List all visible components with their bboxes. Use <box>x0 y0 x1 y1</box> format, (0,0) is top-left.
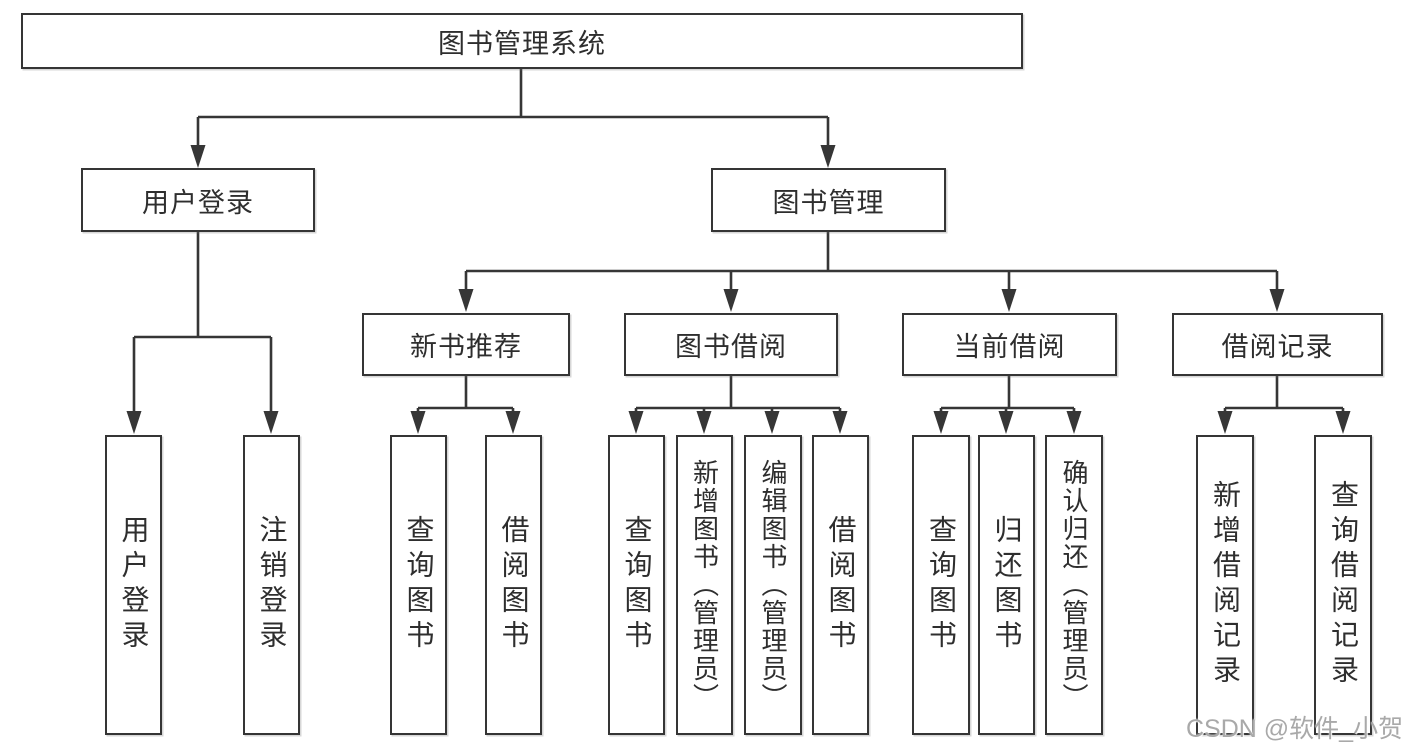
node-borrow-records: 借阅记录 <box>1172 313 1383 376</box>
node-label: 新书推荐 <box>410 332 522 362</box>
leaf-user-login: 用户登录 <box>105 435 162 735</box>
leaf-return-book: 归还图书 <box>978 435 1035 735</box>
node-label: 图书管理 <box>772 187 885 218</box>
node-label: 注销登录 <box>256 515 288 655</box>
node-label: 归还图书 <box>991 515 1023 655</box>
node-label: 借阅记录 <box>1221 332 1334 362</box>
node-label: 当前借阅 <box>953 332 1066 362</box>
node-label: 查询图书 <box>926 515 957 655</box>
leaf-query-books-current: 查询图书 <box>912 435 970 735</box>
watermark-text: CSDN @软件_小贺同学 <box>1186 715 1405 743</box>
node-label: 借阅图书 <box>498 515 530 655</box>
leaf-query-books-borrow: 查询图书 <box>608 435 665 735</box>
leaf-logout: 注销登录 <box>243 435 300 735</box>
leaf-borrow-books: 借阅图书 <box>812 435 869 735</box>
node-user-login: 用户登录 <box>81 168 315 232</box>
node-new-book-recommend: 新书推荐 <box>362 313 570 376</box>
node-label: 图书借阅 <box>675 332 787 362</box>
node-label: 新增借阅记录 <box>1210 480 1241 690</box>
node-label: 查询图书 <box>621 515 653 655</box>
leaf-edit-book-admin: 编辑图书（管理员） <box>744 435 802 735</box>
node-label: 用户登录 <box>118 515 150 655</box>
leaf-add-book-admin: 新增图书（管理员） <box>676 435 733 735</box>
node-label: 查询图书 <box>403 515 435 655</box>
node-book-borrow: 图书借阅 <box>624 313 838 376</box>
node-label: 用户登录 <box>142 187 254 218</box>
node-library-system: 图书管理系统 <box>21 13 1023 69</box>
node-label: 借阅图书 <box>825 515 857 655</box>
leaf-query-books-recommend: 查询图书 <box>390 435 447 735</box>
node-label: 确认归还（管理员） <box>1059 459 1089 711</box>
node-current-borrow: 当前借阅 <box>902 313 1117 376</box>
node-book-management: 图书管理 <box>711 168 946 232</box>
leaf-add-borrow-record: 新增借阅记录 <box>1196 435 1254 735</box>
leaf-confirm-return-admin: 确认归还（管理员） <box>1045 435 1103 735</box>
node-label: 编辑图书（管理员） <box>758 459 788 711</box>
node-label: 图书管理系统 <box>438 28 606 59</box>
leaf-query-borrow-record: 查询借阅记录 <box>1314 435 1372 735</box>
node-label: 查询借阅记录 <box>1328 480 1359 690</box>
leaf-borrow-books-recommend: 借阅图书 <box>485 435 542 735</box>
node-label: 新增图书（管理员） <box>689 459 720 711</box>
